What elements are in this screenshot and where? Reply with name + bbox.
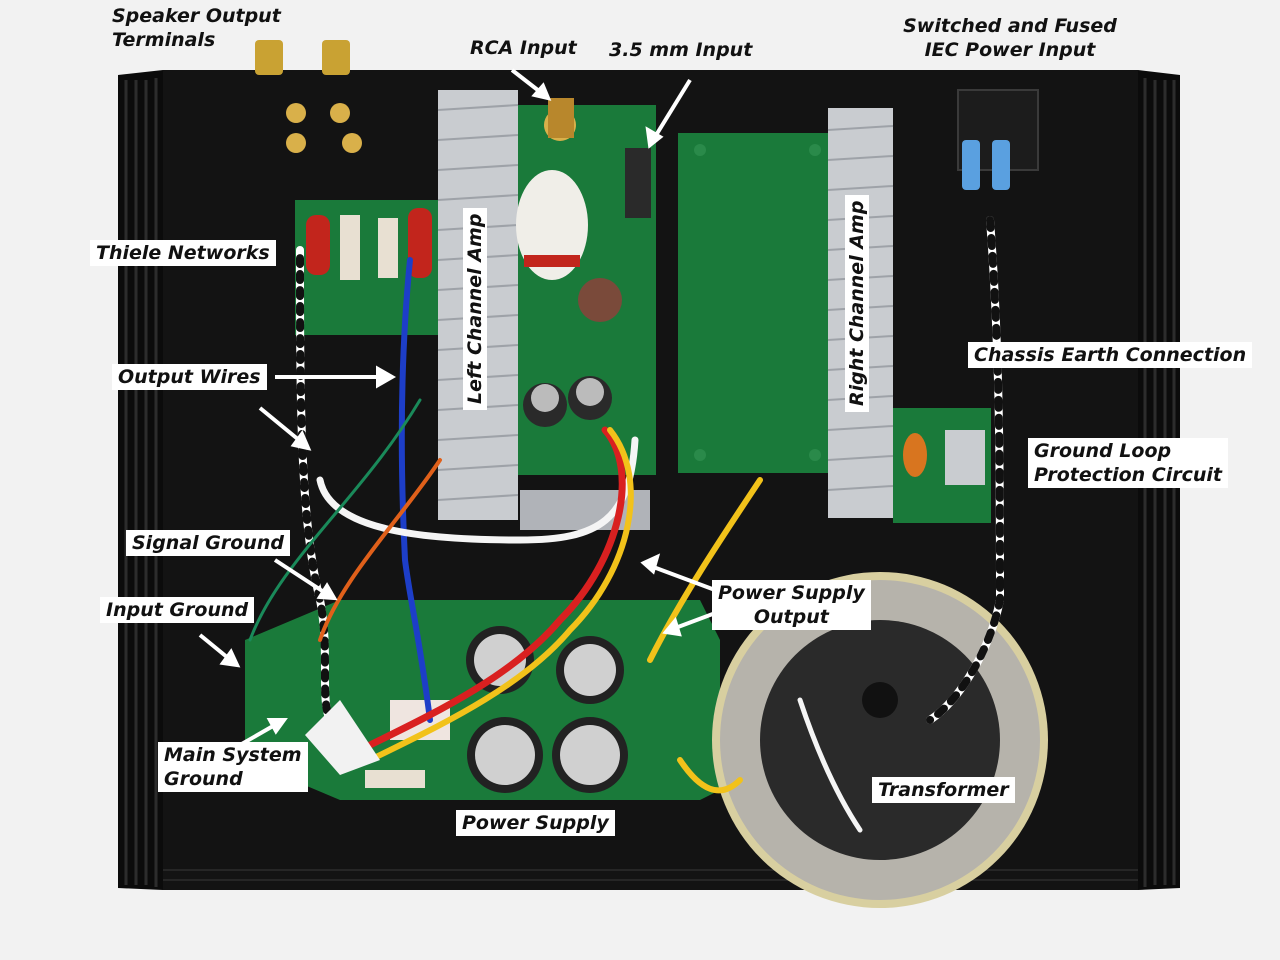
- label-input-ground: Input Ground: [100, 597, 255, 623]
- thiele-networks: [295, 200, 440, 335]
- label-iec-power: Switched and Fused IEC Power Input: [903, 15, 1117, 61]
- label-ground-loop: Ground Loop Protection Circuit: [1028, 438, 1228, 488]
- iec-input: [957, 89, 1039, 190]
- annotation-arrows: [198, 68, 719, 747]
- label-speaker-output: Speaker Output Terminals: [112, 5, 281, 51]
- left-fin-lines: [124, 78, 158, 887]
- label-rca-input: RCA Input: [470, 37, 577, 59]
- speaker-terminals: [255, 40, 362, 153]
- label-thiele-networks: Thiele Networks: [90, 240, 276, 266]
- right-heatsink: [827, 108, 894, 518]
- label-chassis-earth: Chassis Earth Connection: [968, 342, 1253, 368]
- wires: [248, 216, 1005, 833]
- label-3-5mm-input: 3.5 mm Input: [609, 39, 753, 61]
- ground-loop-board: [893, 408, 991, 523]
- right-amp-pcb: [678, 133, 830, 473]
- left-fins: [118, 70, 163, 890]
- input-jacks: [548, 98, 651, 218]
- transformer: [712, 572, 1048, 908]
- label-signal-ground: Signal Ground: [126, 530, 290, 556]
- label-power-supply: Power Supply: [456, 810, 615, 836]
- label-right-channel-amp: Right Channel Amp: [845, 194, 869, 412]
- label-output-wires: Output Wires: [112, 364, 267, 390]
- label-left-channel-amp: Left Channel Amp: [463, 207, 487, 410]
- label-main-system-ground: Main System Ground: [158, 742, 308, 792]
- main-ground-wedge: [305, 700, 380, 775]
- label-power-supply-output: Power Supply Output: [712, 580, 871, 630]
- label-transformer: Transformer: [872, 777, 1015, 803]
